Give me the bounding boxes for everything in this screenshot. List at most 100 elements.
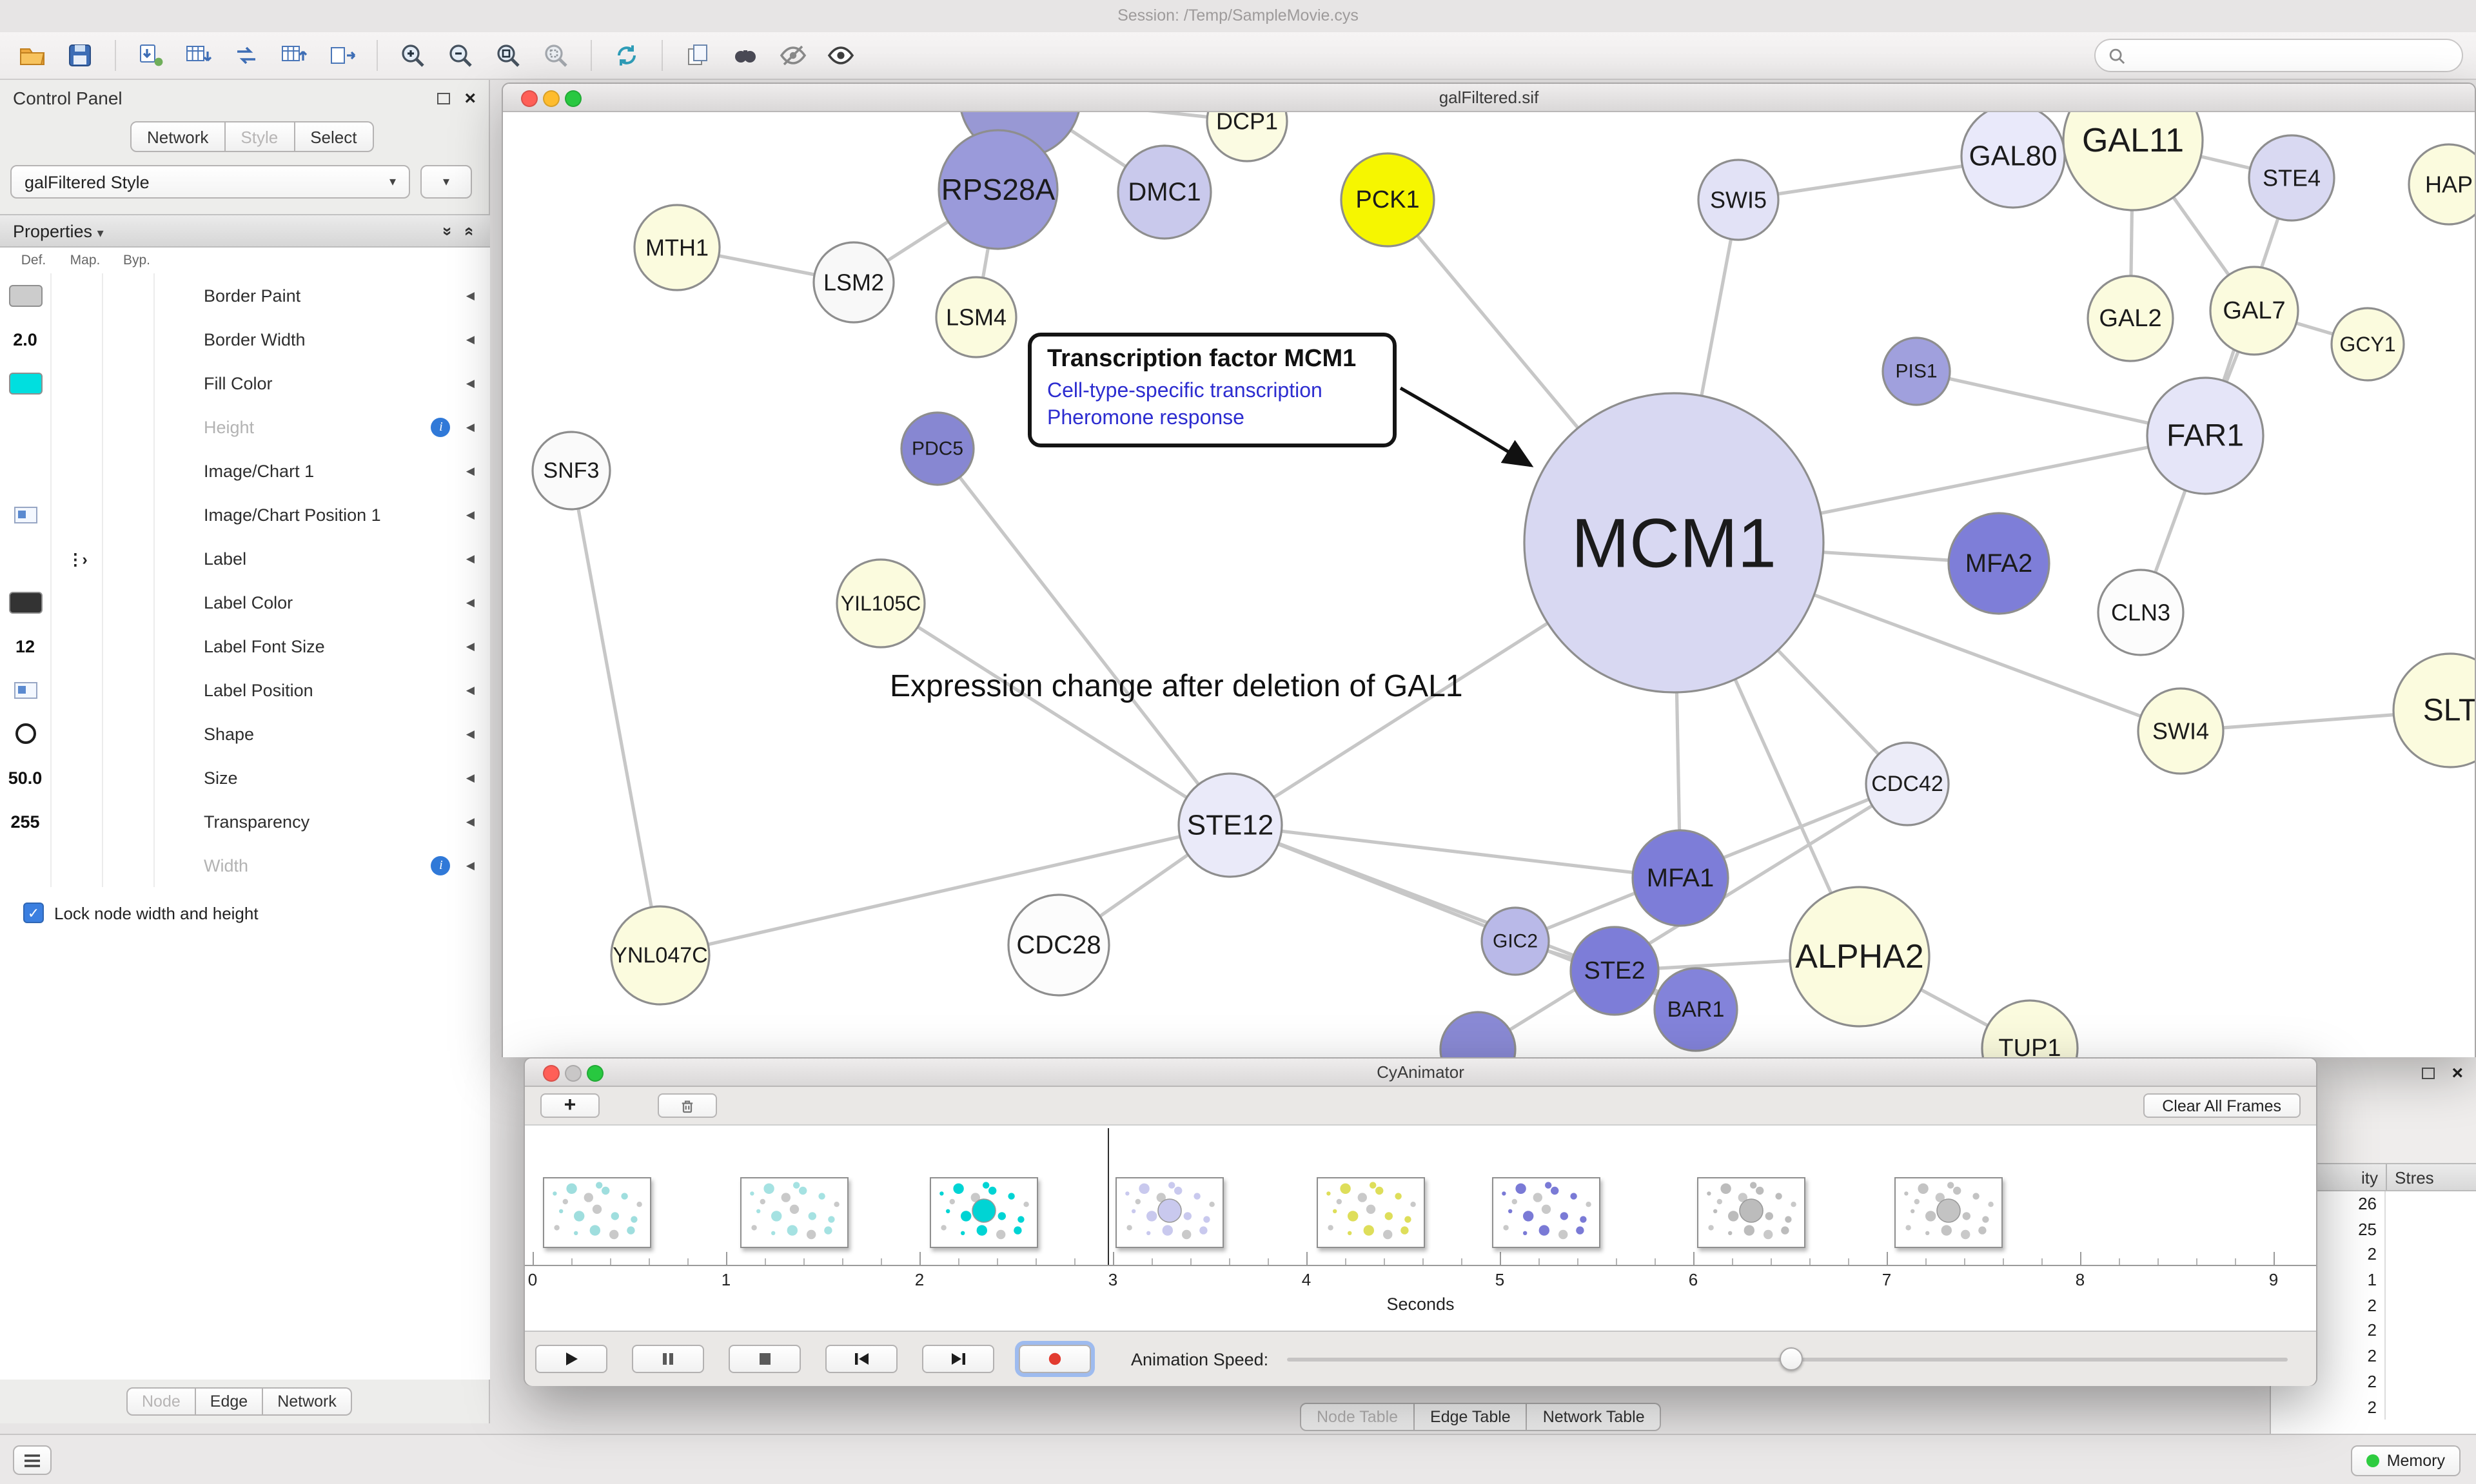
property-row-image-chart-position-1[interactable]: Image/Chart Position 1◀	[0, 493, 490, 536]
developer-menu-button[interactable]	[13, 1445, 52, 1475]
close-traffic-light-icon[interactable]	[543, 1064, 560, 1081]
node-GAL7[interactable]	[2209, 266, 2299, 356]
record-button[interactable]	[1019, 1345, 1091, 1373]
close-traffic-light-icon[interactable]	[521, 90, 538, 106]
node-TUP1[interactable]	[1981, 999, 2079, 1057]
node-CDC28[interactable]	[1007, 893, 1110, 997]
info-icon[interactable]: i	[431, 417, 451, 436]
table-tab-node-table[interactable]: Node Table	[1300, 1403, 1415, 1431]
position-icon[interactable]	[14, 506, 37, 523]
frame-thumbnail-0[interactable]	[542, 1177, 651, 1248]
animation-speed-slider[interactable]	[1286, 1345, 2288, 1373]
default-value-text[interactable]: 12	[15, 636, 35, 656]
stop-button[interactable]	[729, 1345, 801, 1373]
mapping-icon[interactable]: ⋮›	[67, 550, 87, 568]
node-MFA1[interactable]	[1631, 829, 1729, 927]
node-GIC2[interactable]	[1480, 906, 1550, 976]
default-value-swatch[interactable]	[8, 591, 42, 613]
shape-circle-icon[interactable]	[15, 723, 35, 744]
zoom-in-button[interactable]	[393, 37, 432, 73]
property-row-label-position[interactable]: Label Position◀	[0, 668, 490, 712]
table-row[interactable]: 2	[2271, 1343, 2476, 1369]
close-panel-icon[interactable]: ×	[2451, 1062, 2463, 1084]
playhead[interactable]	[1107, 1128, 1109, 1265]
table-column-header[interactable]: ity	[2361, 1168, 2378, 1187]
expand-row-arrow-icon[interactable]: ◀	[466, 727, 475, 739]
node-SWI4[interactable]	[2137, 687, 2225, 775]
node-DMC1[interactable]	[1117, 144, 1212, 240]
zoom-fit-button[interactable]	[489, 37, 527, 73]
refresh-view-button[interactable]	[607, 37, 646, 73]
go-to-start-button[interactable]	[825, 1345, 898, 1373]
import-table-button[interactable]	[179, 37, 218, 73]
node-FAR1[interactable]	[2146, 376, 2265, 495]
tab-network[interactable]: Network	[130, 121, 226, 152]
table-row[interactable]: 1	[2271, 1267, 2476, 1293]
slider-thumb[interactable]	[1780, 1347, 1803, 1371]
search-input[interactable]	[2133, 46, 2449, 65]
frame-thumbnail-3[interactable]	[1115, 1177, 1223, 1248]
style-selector[interactable]: galFiltered Style ▾	[10, 165, 410, 199]
lock-checkbox[interactable]: ✓	[23, 903, 44, 923]
zoom-traffic-light-icon[interactable]	[565, 90, 582, 106]
expand-row-arrow-icon[interactable]: ◀	[466, 814, 475, 827]
expand-row-arrow-icon[interactable]: ◀	[466, 464, 475, 476]
annotation-link-2[interactable]: Pheromone response	[1047, 407, 1244, 430]
default-value-text[interactable]: 255	[10, 812, 40, 831]
memory-button[interactable]: Memory	[2350, 1445, 2461, 1476]
properties-header[interactable]: Properties ▾ » «	[0, 214, 490, 248]
edge-YIL105C-STE12[interactable]	[879, 601, 1232, 827]
node-STE2[interactable]	[1569, 926, 1660, 1016]
zoom-out-button[interactable]	[441, 37, 480, 73]
node-PIS1[interactable]	[1882, 337, 1951, 406]
frame-thumbnail-1[interactable]	[740, 1177, 848, 1248]
expand-all-icon[interactable]: «	[460, 226, 480, 237]
cyanimator-titlebar[interactable]: CyAnimator	[525, 1059, 2316, 1087]
first-neighbors-button[interactable]	[726, 37, 765, 73]
default-value-swatch[interactable]	[8, 284, 42, 306]
frame-thumbnail-5[interactable]	[1492, 1177, 1600, 1248]
float-panel-icon[interactable]	[437, 92, 451, 104]
expand-row-arrow-icon[interactable]: ◀	[466, 507, 475, 520]
node-N_BOT[interactable]	[1439, 1011, 1517, 1057]
default-value-swatch[interactable]	[8, 372, 42, 394]
expand-row-arrow-icon[interactable]: ◀	[466, 551, 475, 564]
default-value-text[interactable]: 2.0	[13, 329, 37, 349]
node-MFA2[interactable]	[1947, 512, 2050, 615]
table-row[interactable]: 2	[2271, 1293, 2476, 1318]
edge-STE12-YNL047C[interactable]	[660, 823, 1231, 957]
node-SWI5[interactable]	[1697, 159, 1780, 241]
node-STE12[interactable]	[1177, 772, 1283, 878]
pause-button[interactable]	[632, 1345, 704, 1373]
zoom-traffic-light-icon[interactable]	[587, 1064, 604, 1081]
expand-row-arrow-icon[interactable]: ◀	[466, 770, 475, 783]
minimize-traffic-light-icon[interactable]	[565, 1064, 582, 1081]
property-row-image-chart-1[interactable]: Image/Chart 1◀	[0, 449, 490, 493]
node-YIL105C[interactable]	[836, 558, 926, 649]
edge-STE12-PDC5[interactable]	[936, 447, 1232, 826]
node-HAP[interactable]	[2408, 143, 2475, 226]
expand-row-arrow-icon[interactable]: ◀	[466, 288, 475, 301]
node-GCY1[interactable]	[2330, 307, 2405, 382]
position-icon[interactable]	[14, 681, 37, 698]
zoom-selected-button[interactable]	[536, 37, 575, 73]
node-CLN3[interactable]	[2097, 569, 2185, 656]
attribute-tab-network[interactable]: Network	[263, 1387, 352, 1416]
edge-STE12-MFA1[interactable]	[1230, 823, 1681, 880]
table-column-header[interactable]: Stres	[2386, 1164, 2476, 1190]
node-GAL2[interactable]	[2087, 275, 2174, 362]
table-tab-network-table[interactable]: Network Table	[1527, 1403, 1662, 1431]
tab-style[interactable]: Style	[225, 121, 295, 152]
node-MTH1[interactable]	[633, 204, 721, 291]
node-MCM1[interactable]	[1523, 392, 1825, 694]
node-SNF3[interactable]	[531, 431, 611, 511]
table-row[interactable]: 2	[2271, 1369, 2476, 1394]
style-options-button[interactable]: ▾	[420, 165, 472, 199]
expand-row-arrow-icon[interactable]: ◀	[466, 858, 475, 871]
